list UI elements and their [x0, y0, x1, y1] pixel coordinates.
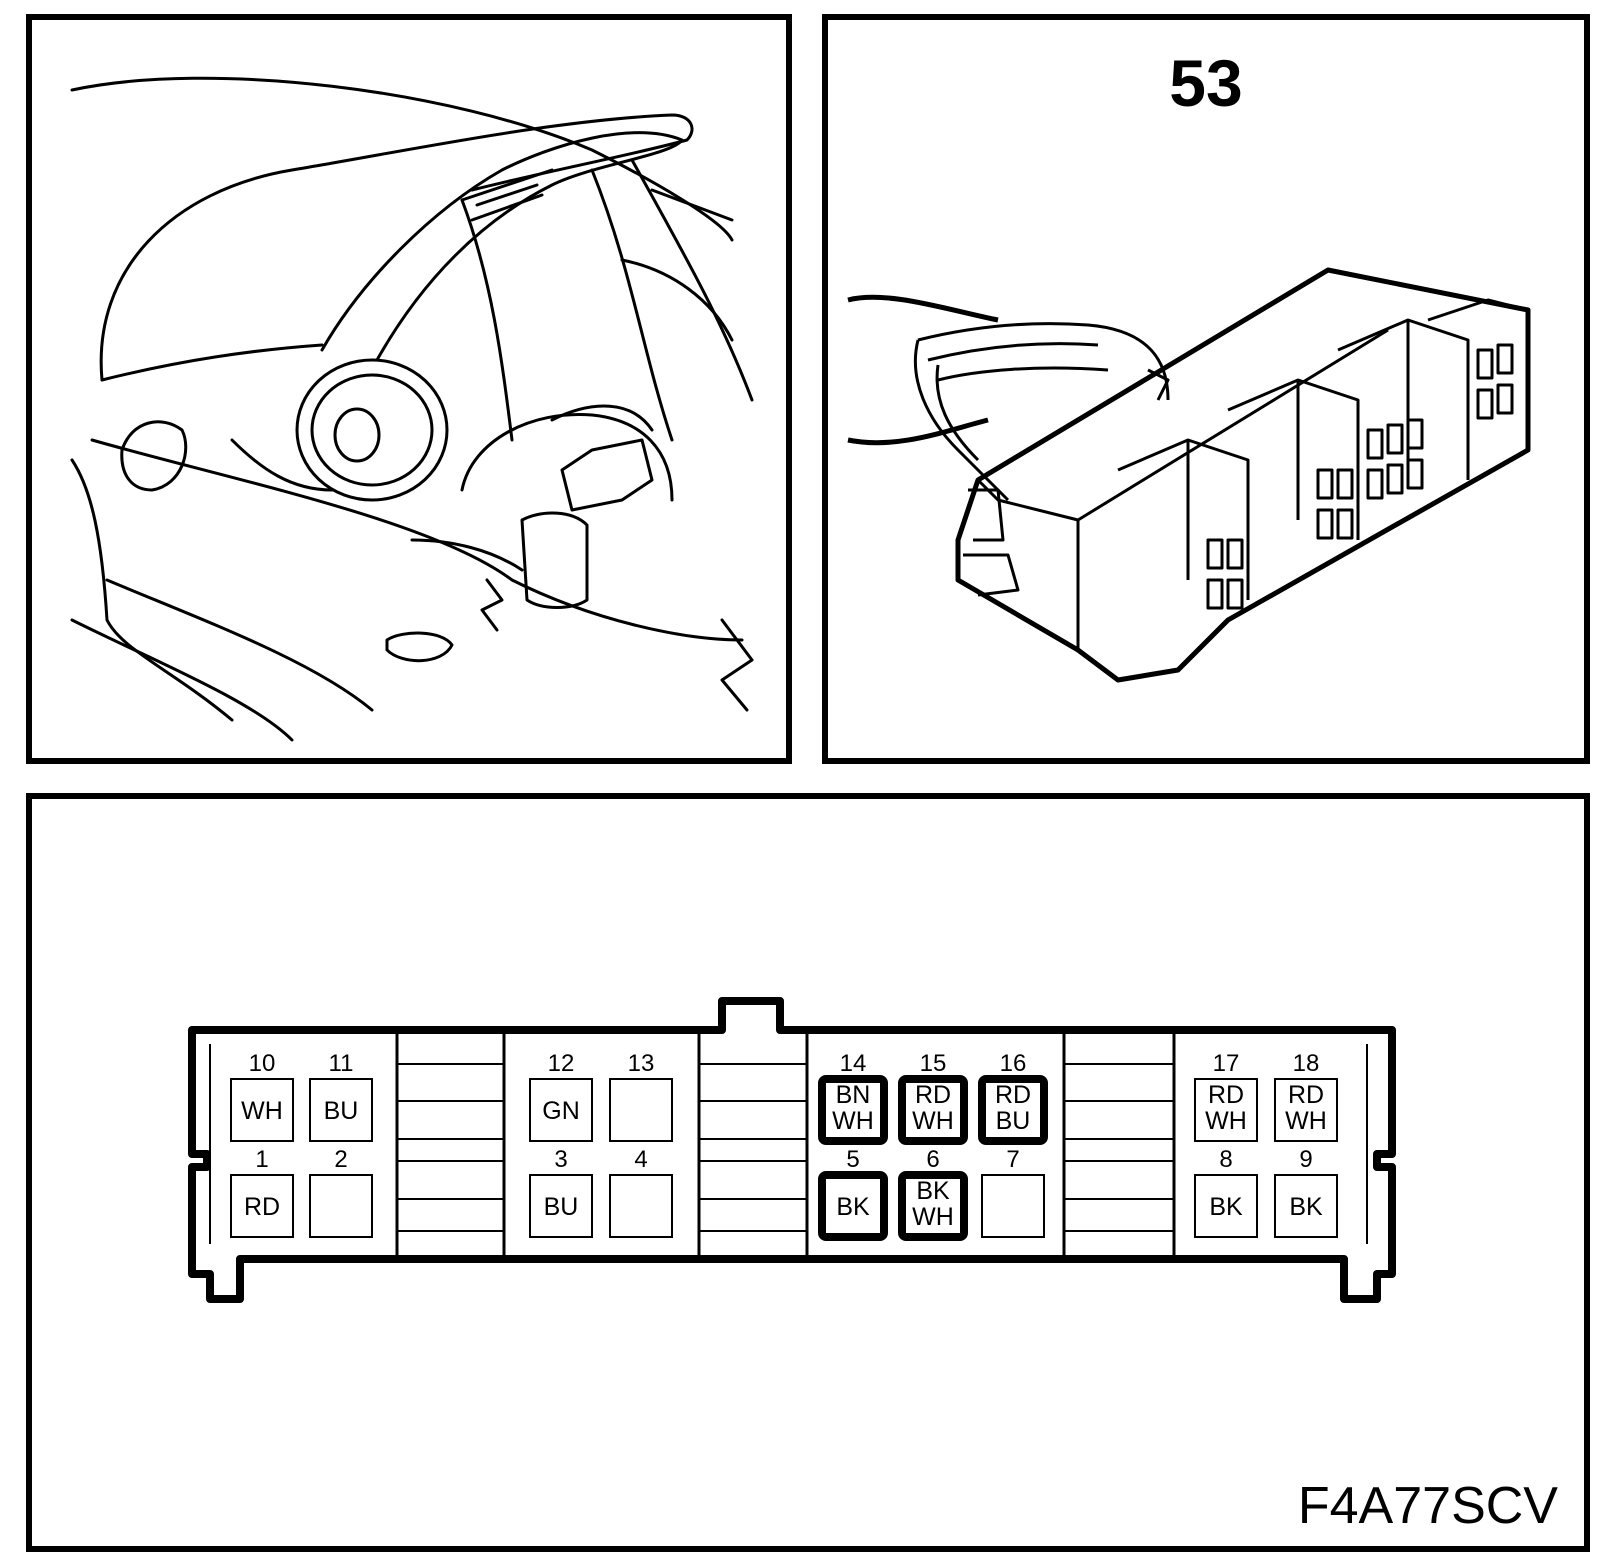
- wire-color-code: BK: [1289, 1193, 1323, 1221]
- connector-pinout-diagram: 10WH11BU1RD212GN133BU414BNWH15RDWH16RDBU…: [188, 997, 1396, 1303]
- pin-number: 16: [1000, 1050, 1027, 1077]
- wire-color-code: BU: [544, 1193, 579, 1221]
- pin-cavity: [609, 1174, 673, 1238]
- pin-number: 15: [920, 1050, 947, 1077]
- pin-cavity: [898, 1171, 968, 1241]
- pin-cavity: [230, 1078, 294, 1142]
- wire-color-code: WH: [241, 1097, 283, 1125]
- pin-number: 5: [846, 1146, 859, 1173]
- connector-housing-outline: [188, 997, 1396, 1303]
- pin-7: 7: [981, 1146, 1045, 1238]
- pin-cavity: [978, 1075, 1048, 1145]
- diagram-code: F4A77SCV: [1297, 1477, 1558, 1535]
- pin-number: 7: [1006, 1146, 1019, 1173]
- pin-number: 11: [329, 1050, 354, 1077]
- wire-color-code: WH: [912, 1203, 954, 1231]
- pin-cavity: [1274, 1078, 1338, 1142]
- pin-8: 8BK: [1194, 1146, 1258, 1238]
- pin-1: 1RD: [230, 1146, 294, 1238]
- pin-number: 12: [548, 1050, 575, 1077]
- connector-illustration-panel: 53: [822, 14, 1590, 764]
- wire-color-code: WH: [832, 1107, 874, 1135]
- wire-color-code: WH: [1205, 1107, 1247, 1135]
- wire-color-code: BN: [836, 1081, 871, 1109]
- pin-cavity: [1194, 1078, 1258, 1142]
- wire-color-code: BK: [916, 1177, 950, 1205]
- pin-number: 9: [1299, 1146, 1312, 1173]
- pin-cavity: [898, 1075, 968, 1145]
- pin-cavity: [1274, 1174, 1338, 1238]
- pin-number: 2: [334, 1146, 347, 1173]
- empty-section-slats: [209, 1044, 1368, 1244]
- wire-color-code: GN: [542, 1097, 580, 1125]
- pin-cavity: [230, 1174, 294, 1238]
- pin-number: 14: [840, 1050, 867, 1077]
- pin-cavity: [981, 1174, 1045, 1238]
- wire-color-code: RD: [995, 1081, 1031, 1109]
- pin-2: 2: [309, 1146, 373, 1238]
- wire-color-code: BK: [1209, 1193, 1243, 1221]
- wire-color-code: RD: [915, 1081, 951, 1109]
- pin-cavity: [818, 1075, 888, 1145]
- section-dividers: [395, 1034, 1176, 1255]
- wire-color-code: RD: [1208, 1081, 1244, 1109]
- connector-number: 53: [1169, 46, 1243, 120]
- pin-number: 3: [554, 1146, 567, 1173]
- pin-5: 5BK: [818, 1146, 888, 1241]
- pin-cavity: [309, 1174, 373, 1238]
- pin-13: 13: [609, 1050, 673, 1142]
- car-interior-illustration-panel: [26, 14, 792, 764]
- pin-number: 1: [255, 1146, 268, 1173]
- wire-color-code: BK: [836, 1193, 870, 1221]
- pin-cavity: [529, 1174, 593, 1238]
- pin-number: 13: [628, 1050, 655, 1077]
- wire-color-code: RD: [1288, 1081, 1324, 1109]
- pin-9: 9BK: [1274, 1146, 1338, 1238]
- wire-color-code: BU: [324, 1097, 359, 1125]
- pin-cavity: [609, 1078, 673, 1142]
- connector-illustration: [847, 267, 1531, 683]
- pin-number: 8: [1219, 1146, 1232, 1173]
- pin-3: 3BU: [529, 1146, 593, 1238]
- pin-cavity: [309, 1078, 373, 1142]
- pin-cavity: [1194, 1174, 1258, 1238]
- wire-color-code: RD: [244, 1193, 280, 1221]
- pin-number: 17: [1213, 1050, 1240, 1077]
- car-interior-illustration: [70, 76, 754, 742]
- pin-number: 10: [249, 1050, 276, 1077]
- pin-number: 18: [1293, 1050, 1320, 1077]
- wire-color-code: WH: [1285, 1107, 1327, 1135]
- pin-number: 6: [926, 1146, 939, 1173]
- pin-cavity: [818, 1171, 888, 1241]
- pin-number: 4: [634, 1146, 647, 1173]
- wire-color-code: BU: [996, 1107, 1031, 1135]
- pin-4: 4: [609, 1146, 673, 1238]
- pin-cavity: [529, 1078, 593, 1142]
- wire-color-code: WH: [912, 1107, 954, 1135]
